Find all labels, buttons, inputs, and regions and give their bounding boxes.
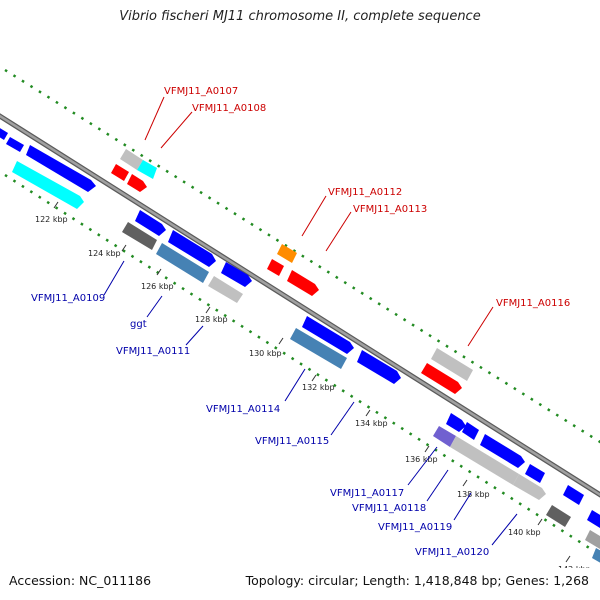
gene-arrow[interactable] — [357, 350, 401, 384]
gene-label[interactable]: VFMJ11_A0108 — [192, 103, 266, 114]
tick-label: 140 kbp — [508, 528, 541, 537]
gene-arrow[interactable] — [563, 485, 584, 505]
leader-line — [146, 295, 163, 318]
leader-line — [301, 195, 327, 237]
gene-arrow[interactable] — [208, 276, 243, 303]
gene-arrow[interactable] — [137, 160, 157, 179]
backbone — [0, 114, 600, 497]
leader-line — [144, 96, 165, 141]
gene-arrow[interactable] — [6, 137, 24, 152]
leader-line — [467, 306, 494, 347]
tick-label: 122 kbp — [35, 215, 68, 224]
gene-arrow[interactable] — [525, 464, 545, 483]
tick-label: 126 kbp — [141, 282, 174, 291]
gene-arrow[interactable] — [26, 145, 96, 192]
tick-mark — [565, 555, 571, 563]
leader-line — [491, 513, 518, 546]
gene-label[interactable]: VFMJ11_A0118 — [352, 503, 426, 514]
tick-label: 132 kbp — [302, 383, 335, 392]
gene-label[interactable]: VFMJ11_A0107 — [164, 86, 238, 97]
gene-arrow[interactable] — [111, 164, 129, 181]
tick-mark — [156, 268, 162, 276]
leader-line — [453, 492, 472, 521]
gene-label[interactable]: VFMJ11_A0111 — [116, 346, 190, 357]
tick-mark — [462, 479, 468, 487]
tick-label: 124 kbp — [88, 249, 121, 258]
tick-mark — [53, 201, 59, 209]
gene-arrow[interactable] — [450, 436, 519, 485]
leader-line — [325, 211, 352, 252]
inner-dotted-track — [4, 173, 600, 557]
gene-arrow[interactable] — [127, 174, 147, 192]
genome-summary-text: Topology: circular; Length: 1,418,848 bp… — [245, 573, 589, 588]
gene-arrow[interactable] — [433, 426, 456, 447]
tick-label: 138 kbp — [457, 490, 490, 499]
gene-label[interactable]: VFMJ11_A0112 — [328, 187, 402, 198]
tick-mark — [537, 518, 543, 526]
gene-arrow[interactable] — [122, 222, 157, 250]
leader-line — [426, 469, 449, 502]
tick-labels: 122 kbp 124 kbp 126 kbp 128 kbp 130 kbp … — [35, 215, 591, 574]
gene-arrow[interactable] — [462, 422, 479, 440]
tick-label: 128 kbp — [195, 315, 228, 324]
gene-arrow[interactable] — [480, 434, 525, 468]
gene-label[interactable]: VFMJ11_A0116 — [496, 298, 570, 309]
gene-features[interactable] — [0, 125, 600, 566]
gene-arrow[interactable] — [12, 161, 84, 209]
gene-label[interactable]: VFMJ11_A0120 — [415, 547, 489, 558]
tick-mark — [424, 445, 430, 453]
gene-arrow[interactable] — [585, 530, 600, 552]
tick-mark — [365, 409, 371, 417]
leader-line — [103, 260, 125, 296]
tick-mark — [311, 374, 317, 382]
gene-label[interactable]: VFMJ11_A0109 — [31, 293, 105, 304]
tick-marks — [53, 201, 571, 563]
gene-arrow[interactable] — [446, 413, 466, 432]
gene-arrow[interactable] — [135, 210, 166, 236]
map-title: Vibrio fischeri MJ11 chromosome II, comp… — [119, 9, 481, 24]
gene-arrow[interactable] — [277, 244, 297, 263]
gene-arrow[interactable] — [513, 474, 546, 500]
tick-mark — [121, 244, 127, 252]
gene-arrow[interactable] — [156, 243, 209, 283]
gene-arrow[interactable] — [120, 149, 143, 170]
gene-arrow[interactable] — [587, 510, 600, 528]
gene-arrow[interactable] — [168, 230, 216, 267]
gene-label[interactable]: VFMJ11_A0113 — [353, 204, 427, 215]
tick-label: 136 kbp — [405, 455, 438, 464]
gene-arrow[interactable] — [302, 316, 354, 354]
tick-mark — [205, 306, 211, 314]
leader-line — [330, 401, 355, 436]
gene-label[interactable]: VFMJ11_A0119 — [378, 522, 452, 533]
accession-text: Accession: NC_011186 — [9, 573, 152, 588]
gene-arrow[interactable] — [546, 505, 571, 527]
gene-label[interactable]: ggt — [130, 319, 147, 330]
gene-label[interactable]: VFMJ11_A0114 — [206, 404, 280, 415]
gene-arrow[interactable] — [267, 259, 284, 276]
gene-label[interactable]: VFMJ11_A0115 — [255, 436, 329, 447]
gene-arrow[interactable] — [0, 125, 8, 140]
gene-arrow[interactable] — [431, 348, 473, 381]
tick-label: 134 kbp — [355, 419, 388, 428]
gene-label[interactable]: VFMJ11_A0117 — [330, 488, 404, 499]
leader-line — [407, 446, 438, 486]
leader-line — [160, 111, 193, 149]
gene-arrow[interactable] — [592, 548, 600, 566]
gene-arrow[interactable] — [287, 270, 319, 296]
label-leaders — [103, 96, 518, 546]
tick-label: 142 kbp — [558, 565, 591, 574]
tick-mark — [278, 337, 284, 345]
gene-labels: VFMJ11_A0107 VFMJ11_A0108 VFMJ11_A0112 V… — [31, 86, 570, 558]
gene-arrow[interactable] — [421, 363, 462, 394]
leader-line — [185, 325, 204, 346]
leader-line — [284, 368, 306, 402]
gene-arrow[interactable] — [221, 262, 252, 287]
tick-label: 130 kbp — [249, 349, 282, 358]
gene-arrow[interactable] — [290, 328, 347, 369]
